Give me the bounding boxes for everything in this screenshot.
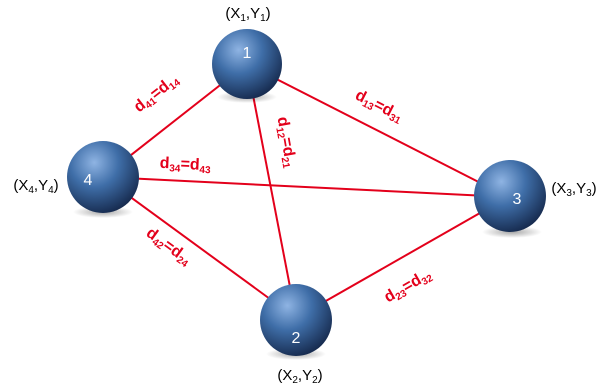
label-d34-d43: d34=d43 [159, 155, 211, 176]
edge-1-3 [247, 64, 508, 197]
label-d41-d14: d41=d14 [131, 71, 183, 118]
node-3-number: 3 [513, 191, 522, 208]
node-3-sphere [474, 160, 546, 232]
node-1-sphere [212, 29, 282, 99]
node-2: 2 [260, 284, 332, 360]
label-d42-d24: d42=d24 [142, 224, 195, 270]
node-4: 4 [67, 141, 139, 218]
node-4-number: 4 [84, 172, 93, 189]
edges [103, 64, 508, 318]
label-d12-d21: d12=d21 [272, 116, 300, 170]
label-d23-d32: d23=d32 [381, 266, 435, 308]
node-4-sphere [67, 141, 139, 213]
node-2-number: 2 [292, 330, 301, 347]
node-1-number: 1 [243, 45, 252, 62]
node-2-coord: (X2,Y2) [277, 367, 322, 386]
node-3: 3 [474, 160, 546, 238]
edge-4-3 [103, 177, 508, 197]
node-4-coord: (X4,Y4) [13, 177, 58, 196]
node-1: 1 [212, 29, 282, 103]
node-1-coord: (X1,Y1) [225, 5, 270, 24]
node-3-coord: (X3,Y3) [551, 180, 596, 199]
